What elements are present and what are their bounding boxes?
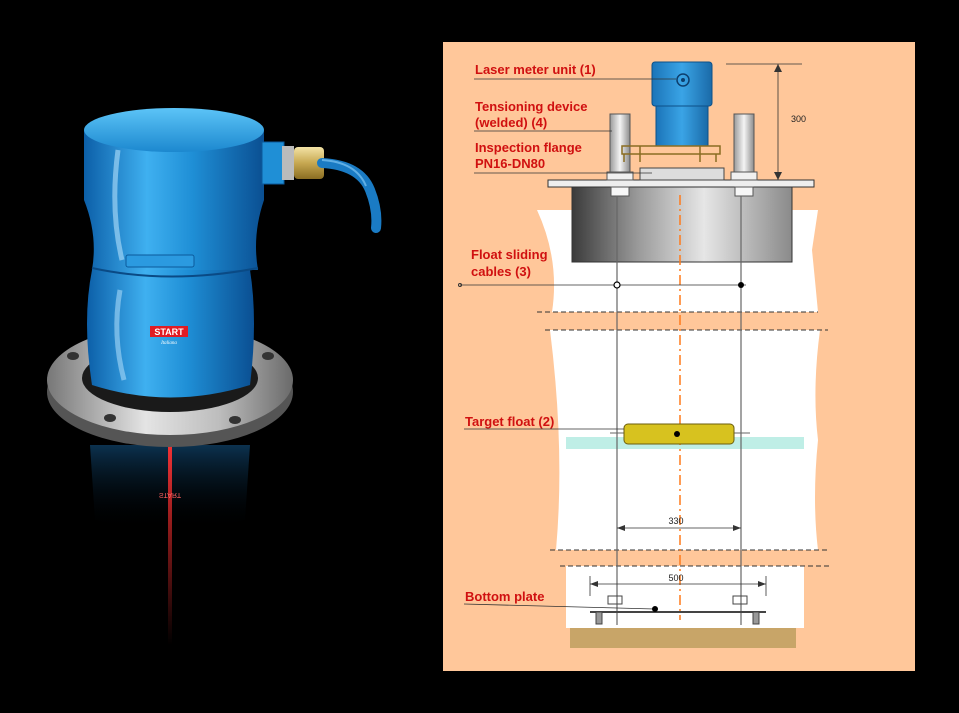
brand-name: START (154, 327, 184, 337)
unit-center-dot (681, 78, 685, 82)
gland-nut (282, 146, 294, 180)
gland-boss (261, 141, 285, 185)
label-bottom-plate: Bottom plate (465, 589, 544, 604)
plate-foot (595, 611, 603, 625)
inspection-flange (639, 167, 725, 181)
housing-seam (91, 267, 259, 278)
bolt-hole (104, 414, 116, 422)
label-tensioning-line1: Tensioning device (475, 99, 587, 114)
upper-housing (84, 130, 264, 270)
post-base (606, 171, 634, 181)
dim-330-text: 330 (668, 516, 683, 526)
cable-anchor (732, 595, 748, 605)
bracket-legs (623, 146, 717, 162)
product-photo: START START Italiana (47, 108, 382, 645)
brand-logo-bg (150, 326, 188, 337)
ground (570, 628, 796, 648)
top-flange (547, 179, 815, 188)
bolt-hole (67, 352, 79, 360)
cable-marker (738, 282, 744, 288)
tensioning-post-right (733, 113, 755, 175)
cable-marker (613, 281, 621, 289)
bolt-hole (229, 416, 241, 424)
mounting-bracket (621, 145, 721, 155)
label-target-float: Target float (2) (465, 414, 554, 429)
highlight (114, 289, 127, 381)
dim-300-text: 300 (791, 114, 806, 124)
post-nut (610, 186, 630, 197)
post-nut (734, 186, 754, 197)
brand-logo: START Italiana (150, 326, 188, 346)
laser-beam (168, 445, 172, 645)
label-float-cables-line2: cables (3) (471, 264, 531, 279)
label-laser-meter-unit: Laser meter unit (1) (475, 62, 596, 77)
label-inspection-line2: PN16-DN80 (475, 156, 545, 171)
label-plate (125, 254, 195, 268)
unit-center-mark (676, 73, 690, 87)
float-center-dot (674, 431, 680, 437)
reflection-brand-text: START (159, 491, 182, 498)
label-inspection-line1: Inspection flange (475, 140, 582, 155)
laser-meter-body (655, 105, 709, 147)
bolt-hole (262, 352, 274, 360)
tank-head (571, 186, 793, 263)
label-float-cables-line1: Float sliding (471, 247, 548, 262)
leader-bottom-plate (463, 603, 656, 610)
plate-marker (652, 606, 658, 612)
brand-subtitle: Italiana (160, 341, 177, 346)
tensioning-post-left (609, 113, 631, 175)
shaft-section-bottom (566, 566, 804, 628)
dim-500-text: 500 (668, 573, 683, 583)
cable-highlight (321, 159, 367, 187)
plate-foot (752, 611, 760, 625)
top-cap (84, 108, 264, 152)
leader-end (458, 283, 462, 287)
highlight (112, 149, 125, 261)
installation-diagram: 300 330 500 Laser meter unit (1) Tension… (443, 42, 915, 671)
cable (317, 158, 382, 233)
laser-meter-unit (651, 61, 713, 107)
cable-gland (294, 147, 324, 179)
post-base (730, 171, 758, 181)
cable-anchor (607, 595, 623, 605)
label-tensioning-line2: (welded) (4) (475, 115, 547, 130)
